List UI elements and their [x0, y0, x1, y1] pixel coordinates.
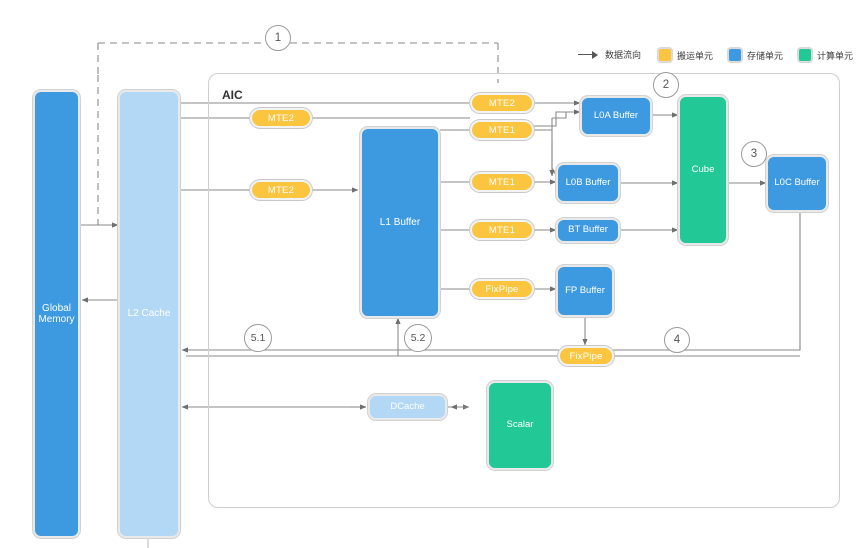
marker-5-1-label: 5.1 [250, 332, 266, 344]
arrow-icon [578, 50, 600, 60]
pipe-mte1-b[interactable]: MTE1 [470, 172, 534, 192]
marker-3: 3 [741, 141, 767, 167]
pipe-mte2-mid[interactable]: MTE2 [250, 108, 312, 128]
legend-storage-label: 存储单元 [747, 50, 784, 61]
dcache-label: DCache [390, 400, 425, 412]
marker-4-label: 4 [673, 334, 681, 346]
legend-storage: 存储单元 [728, 48, 783, 62]
pipe-mte1-c[interactable]: MTE1 [470, 220, 534, 240]
marker-2-label: 2 [662, 79, 670, 91]
l2-cache-label: L2 Cache [127, 308, 171, 320]
bt-buffer-label: BT Buffer [568, 224, 608, 236]
legend-flow: 数据流向 [578, 48, 641, 61]
legend-transport-label: 搬运单元 [677, 50, 714, 61]
marker-1-label: 1 [274, 32, 282, 44]
block-l0c-buffer[interactable]: L0C Buffer [766, 155, 828, 212]
marker-5-2-label: 5.2 [410, 332, 426, 344]
marker-3-label: 3 [750, 148, 758, 160]
l1-buffer-label: L1 Buffer [379, 216, 421, 228]
block-scalar[interactable]: Scalar [487, 381, 553, 470]
marker-5-1: 5.1 [244, 324, 272, 352]
transport-swatch-icon [658, 48, 672, 62]
block-cube[interactable]: Cube [678, 95, 728, 245]
marker-4: 4 [664, 327, 690, 353]
pipe-mte1-b-label: MTE1 [488, 176, 516, 188]
storage-swatch-icon [728, 48, 742, 62]
legend-compute-label: 计算单元 [817, 50, 854, 61]
pipe-mte1-a-label: MTE1 [488, 124, 516, 136]
pipe-fixpipe-out-label: FixPipe [569, 350, 603, 362]
block-l0a-buffer[interactable]: L0A Buffer [580, 96, 652, 136]
block-l2-cache[interactable]: L2 Cache [118, 90, 180, 538]
global-memory-label: Global Memory [38, 302, 75, 326]
pipe-mte2-mid-label: MTE2 [267, 112, 295, 124]
block-l0b-buffer[interactable]: L0B Buffer [556, 163, 620, 203]
scalar-label: Scalar [506, 419, 534, 431]
block-bt-buffer[interactable]: BT Buffer [556, 218, 620, 243]
aic-label: AIC [222, 88, 243, 102]
l0b-buffer-label: L0B Buffer [565, 176, 611, 188]
pipe-fixpipe-l1[interactable]: FixPipe [470, 279, 534, 299]
pipe-mte2-top-label: MTE2 [488, 97, 516, 109]
marker-2: 2 [653, 72, 679, 98]
l0a-buffer-label: L0A Buffer [593, 109, 639, 121]
pipe-mte2-top[interactable]: MTE2 [470, 93, 534, 113]
block-fp-buffer[interactable]: FP Buffer [556, 265, 614, 317]
pipe-mte2-left[interactable]: MTE2 [250, 180, 312, 200]
compute-swatch-icon [798, 48, 812, 62]
legend-flow-label: 数据流向 [605, 50, 642, 60]
block-dcache[interactable]: DCache [368, 394, 447, 420]
l0c-buffer-label: L0C Buffer [774, 177, 820, 189]
block-global-memory[interactable]: Global Memory [33, 90, 80, 538]
cube-label: Cube [691, 163, 715, 175]
pipe-fixpipe-l1-label: FixPipe [485, 283, 519, 295]
pipe-mte2-left-label: MTE2 [267, 184, 295, 196]
aic-container [208, 73, 840, 508]
pipe-mte1-a[interactable]: MTE1 [470, 120, 534, 140]
legend-compute: 计算单元 [798, 48, 853, 62]
legend-transport: 搬运单元 [658, 48, 713, 62]
pipe-mte1-c-label: MTE1 [488, 224, 516, 236]
marker-1: 1 [265, 25, 291, 51]
block-l1-buffer[interactable]: L1 Buffer [360, 127, 440, 318]
pipe-fixpipe-out[interactable]: FixPipe [558, 346, 614, 366]
fp-buffer-label: FP Buffer [565, 284, 605, 296]
marker-5-2: 5.2 [404, 324, 432, 352]
